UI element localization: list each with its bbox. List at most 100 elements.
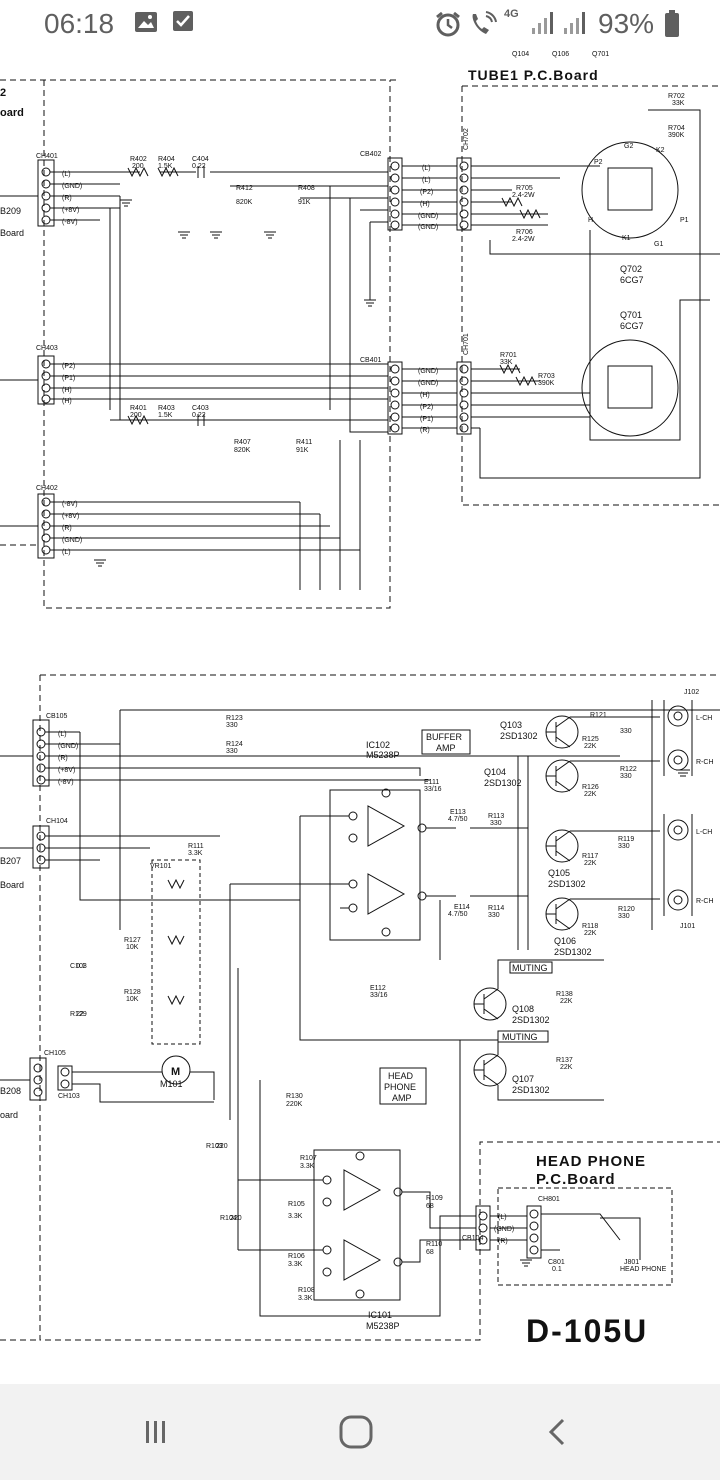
header-q104: Q104 bbox=[512, 51, 529, 58]
sig-gnd-7: (GND) bbox=[58, 743, 78, 750]
ch105-label: CH105 bbox=[44, 1050, 66, 1057]
c403-label: C403 bbox=[192, 405, 209, 412]
q104-label: Q104 bbox=[484, 767, 506, 777]
sig-l-1: (L) bbox=[62, 171, 71, 178]
r702-label: R702 bbox=[668, 93, 685, 100]
recent-apps-icon bbox=[146, 1421, 165, 1443]
r704-value: 390K bbox=[668, 132, 685, 139]
r114-label: R114 bbox=[488, 905, 504, 912]
headphone-board-title-1: HEAD PHONE bbox=[536, 1153, 646, 1170]
buffer-amp-box bbox=[421, 729, 471, 755]
r120-label: R120 bbox=[618, 906, 635, 913]
left-board-number: 2 bbox=[0, 87, 6, 99]
r106-value: 3.3K bbox=[288, 1261, 303, 1268]
sig-r-4: (R) bbox=[58, 755, 68, 762]
headphone-amp-label-3: AMP bbox=[392, 1093, 412, 1103]
ch403-label: CH403 bbox=[36, 345, 58, 352]
r105-label: R105 bbox=[288, 1201, 305, 1208]
home-icon bbox=[339, 1415, 373, 1449]
sig-h-3: (H) bbox=[62, 398, 72, 405]
sig-r-1: (R) bbox=[62, 195, 72, 202]
tube-pin-g1: G1 bbox=[654, 241, 663, 248]
r119-value: 330 bbox=[618, 843, 630, 850]
muting-box-2 bbox=[497, 1030, 549, 1043]
r104-value: 220 bbox=[230, 1215, 242, 1222]
r105-value: 3.3K bbox=[288, 1213, 303, 1220]
left-board-label: oard bbox=[0, 107, 24, 119]
ch401-label: CH401 bbox=[36, 153, 58, 160]
sig-p8v-1: (+8V) bbox=[62, 207, 79, 214]
r109-value: 68 bbox=[426, 1203, 434, 1210]
r701-value: 33K bbox=[500, 359, 513, 366]
r412-label: R412 bbox=[236, 185, 253, 192]
r404-label: R404 bbox=[158, 156, 175, 163]
r125-label: R125 bbox=[582, 736, 599, 743]
r107-label: R107 bbox=[300, 1155, 317, 1162]
r113-label: R113 bbox=[488, 813, 504, 820]
ch402-label: CH402 bbox=[36, 485, 58, 492]
r411-value: 91K bbox=[296, 447, 309, 454]
e111-value: 33/16 bbox=[424, 786, 442, 793]
alarm-icon bbox=[434, 10, 462, 43]
r118-value: 22K bbox=[584, 930, 597, 937]
r403-value: 1.5K bbox=[158, 412, 173, 419]
r412-value: 820K bbox=[236, 199, 253, 206]
status-bar: 06:18 4G 93% bbox=[0, 0, 720, 48]
r117-label: R117 bbox=[582, 853, 598, 860]
r702-value: 33K bbox=[672, 100, 685, 107]
r103-label: R103 bbox=[206, 1143, 223, 1150]
cb401-label: CB401 bbox=[360, 357, 382, 364]
e114-label: E114 bbox=[454, 904, 470, 911]
sig-p2-3: (P2) bbox=[420, 404, 433, 411]
c404-value: 0.22 bbox=[192, 163, 206, 170]
r411-label: R411 bbox=[296, 439, 312, 446]
sig-gnd-4: (GND) bbox=[418, 368, 438, 375]
ic101-label: IC101 bbox=[368, 1310, 392, 1320]
b207-label: B207 bbox=[0, 856, 21, 866]
ch801-label: CH801 bbox=[538, 1196, 560, 1203]
r109-label: R109 bbox=[426, 1195, 443, 1202]
ic101-part: M5238P bbox=[366, 1321, 400, 1331]
q105-label: Q105 bbox=[548, 868, 570, 878]
recent-apps-button[interactable] bbox=[126, 1408, 186, 1456]
r403-label: R403 bbox=[158, 405, 175, 412]
lch-label-2: L-CH bbox=[696, 829, 712, 836]
tube-pin-k2: K2 bbox=[656, 147, 665, 154]
q702-label: Q702 bbox=[620, 264, 642, 274]
r407-value: 820K bbox=[234, 447, 251, 454]
r121-label: R121 bbox=[590, 712, 607, 719]
e114-value: 4.7/50 bbox=[448, 911, 468, 918]
headphone-board-title-2: P.C.Board bbox=[536, 1171, 616, 1188]
cb402-label: CB402 bbox=[360, 151, 382, 158]
headphone-amp-label-2: PHONE bbox=[384, 1082, 416, 1092]
e113-value: 4.7/50 bbox=[448, 816, 468, 823]
tube-pin-g2: G2 bbox=[624, 143, 633, 150]
checkbox-notification-icon bbox=[172, 10, 194, 37]
ch104-label: CH104 bbox=[46, 818, 68, 825]
r402-value: 200 bbox=[132, 163, 144, 170]
c801-value: 0.1 bbox=[552, 1266, 562, 1273]
e112-label: E112 bbox=[370, 985, 386, 992]
j101-label: J101 bbox=[680, 923, 695, 930]
sig-r-2: (R) bbox=[420, 427, 430, 434]
e113-label: E113 bbox=[450, 809, 466, 816]
r124-label: R124 bbox=[226, 741, 243, 748]
back-button[interactable] bbox=[528, 1408, 588, 1456]
q106-type: 2SD1302 bbox=[554, 947, 592, 957]
sig-l-4: (L) bbox=[62, 549, 71, 556]
e111-label: E111 bbox=[424, 779, 439, 786]
q106-label: Q106 bbox=[554, 936, 576, 946]
r122-label: R122 bbox=[620, 766, 637, 773]
q701-label: Q701 bbox=[620, 310, 642, 320]
r705-value: 2.4-2W bbox=[512, 192, 535, 199]
cb104-label: CB104 bbox=[462, 1235, 484, 1242]
home-button[interactable] bbox=[326, 1408, 386, 1456]
r705-label: R705 bbox=[516, 185, 533, 192]
sig-l-5: (L) bbox=[58, 731, 67, 738]
r402-label: R402 bbox=[130, 156, 147, 163]
ic102-part: M5238P bbox=[366, 750, 400, 760]
q108-type: 2SD1302 bbox=[512, 1015, 550, 1025]
sig-m8v-2: (-8V) bbox=[62, 501, 78, 508]
r706-value: 2.4-2W bbox=[512, 236, 535, 243]
headphone-amp-label-1: HEAD bbox=[388, 1071, 414, 1081]
